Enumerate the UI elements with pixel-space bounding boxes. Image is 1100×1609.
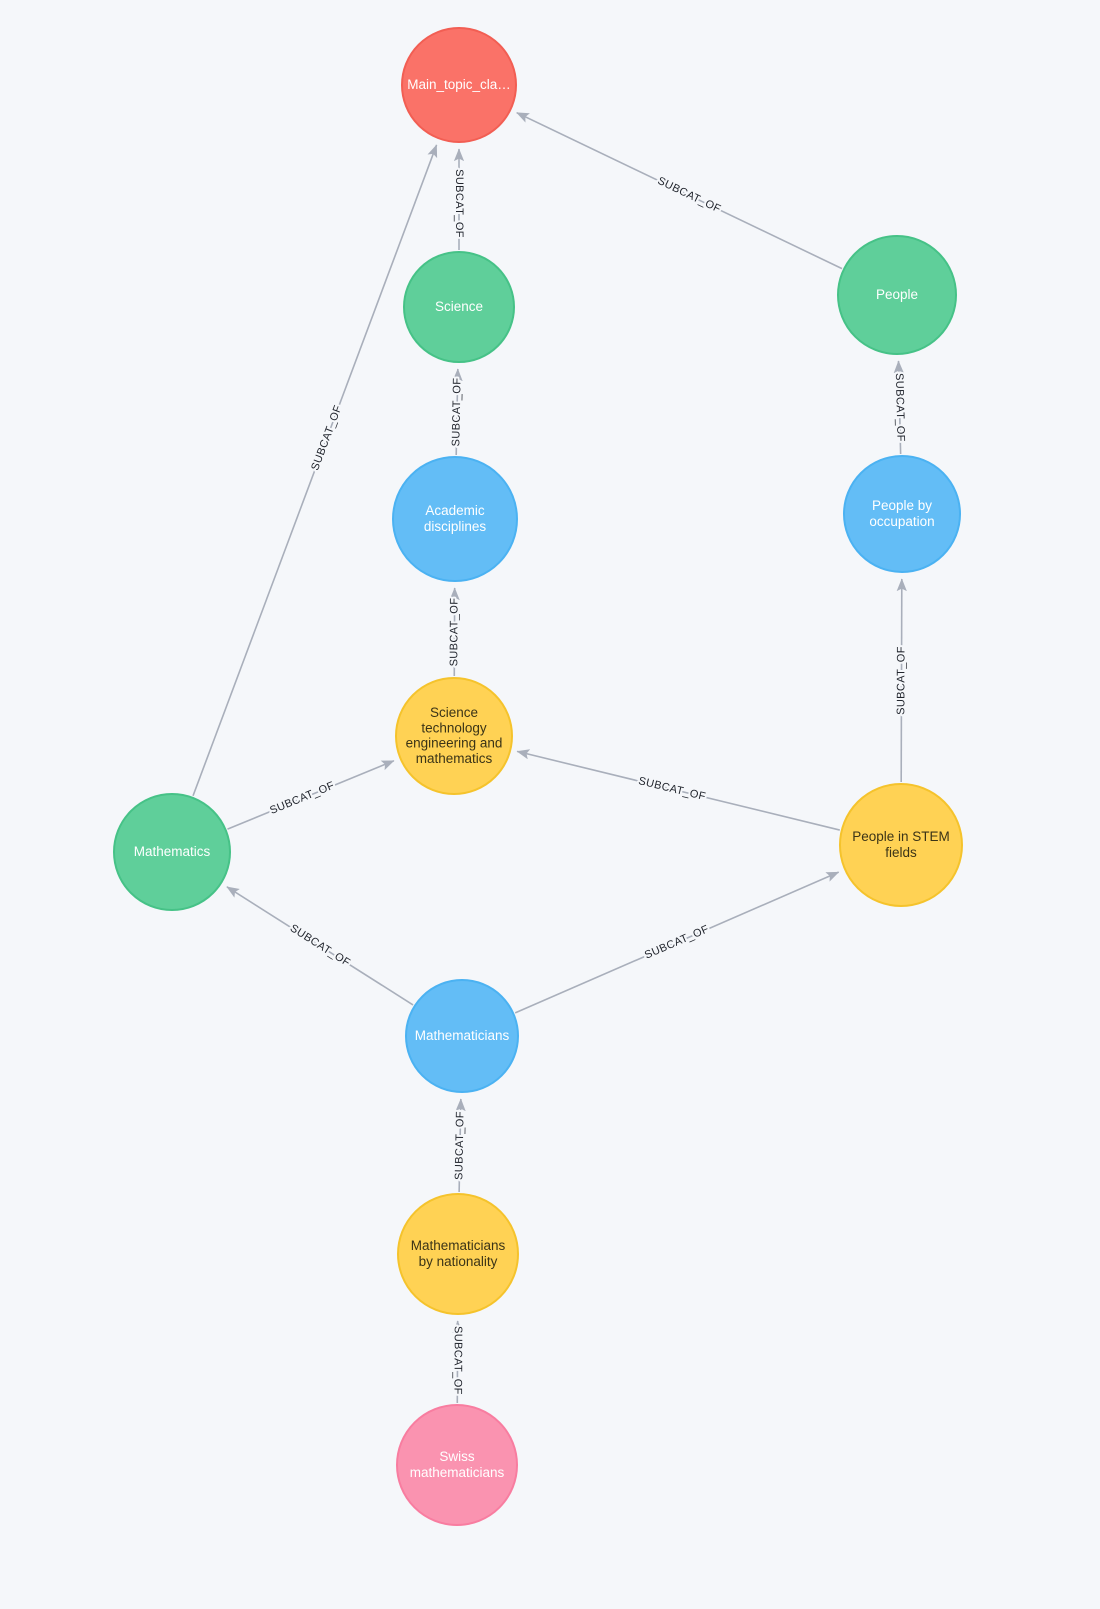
node-circle[interactable] xyxy=(401,27,517,143)
graph-edge[interactable]: SUBCAT_OF xyxy=(451,1098,469,1193)
edge-label: SUBCAT_OF xyxy=(450,377,463,446)
edge-line xyxy=(516,749,840,831)
node-circle[interactable] xyxy=(843,455,961,573)
edge-line xyxy=(227,759,395,830)
edge-label: SUBCAT_OF xyxy=(637,775,707,803)
edge-line xyxy=(896,578,907,783)
edges-layer: SUBCAT_OF SUBCAT_OF SUBCAT_OF SUBCAT_OF SUBC… xyxy=(192,111,910,1404)
edge-label: SUBCAT_OF xyxy=(453,169,465,238)
node-circle[interactable] xyxy=(839,783,963,907)
edge-line xyxy=(455,1098,466,1193)
graph-node-science[interactable]: Science xyxy=(403,251,515,363)
graph-edge[interactable]: SUBCAT_OF xyxy=(448,368,466,456)
graph-edge[interactable]: SUBCAT_OF xyxy=(449,1320,466,1404)
edge-line xyxy=(893,360,904,455)
graph-edge[interactable]: SUBCAT_OF xyxy=(514,871,840,1014)
edge-label: SUBCAT_OF xyxy=(288,922,353,969)
node-circle[interactable] xyxy=(397,1193,519,1315)
graph-edge[interactable]: SUBCAT_OF xyxy=(893,578,910,783)
node-circle[interactable] xyxy=(392,456,518,582)
graph-edge[interactable]: SUBCAT_OF xyxy=(891,360,908,455)
node-circle[interactable] xyxy=(113,793,231,911)
graph-edge[interactable]: SUBCAT_OF xyxy=(226,886,414,1006)
node-circle[interactable] xyxy=(396,1404,518,1526)
edge-label: SUBCAT_OF xyxy=(453,1111,466,1180)
edge-label: SUBCAT_OF xyxy=(309,403,344,472)
edge-line xyxy=(516,111,843,270)
edge-label: SUBCAT_OF xyxy=(893,373,907,442)
graph-node-main_topic[interactable]: Main_topic_cla… xyxy=(401,27,517,143)
edge-label: SUBCAT_OF xyxy=(268,780,336,817)
graph-edge[interactable]: SUBCAT_OF xyxy=(516,111,843,270)
edge-line xyxy=(452,368,463,456)
edge-line xyxy=(192,144,438,797)
graph-edge[interactable]: SUBCAT_OF xyxy=(451,148,467,250)
node-circle[interactable] xyxy=(395,677,513,795)
edge-label: SUBCAT_OF xyxy=(656,175,723,216)
graph-edge[interactable]: SUBCAT_OF xyxy=(227,759,395,830)
graph-edge[interactable]: SUBCAT_OF xyxy=(192,144,438,797)
edge-label: SUBCAT_OF xyxy=(451,1326,463,1395)
edge-label: SUBCAT_OF xyxy=(895,646,907,715)
edge-label: SUBCAT_OF xyxy=(643,923,711,961)
node-circle[interactable] xyxy=(403,251,515,363)
graph-edge[interactable]: SUBCAT_OF xyxy=(446,587,463,677)
graph-edge[interactable]: SUBCAT_OF xyxy=(516,749,840,831)
node-circle[interactable] xyxy=(837,235,957,355)
graph-node-mathematics[interactable]: Mathematics xyxy=(113,793,231,911)
edge-line xyxy=(226,886,414,1006)
graph-node-people[interactable]: People xyxy=(837,235,957,355)
graph-node-mathematicians[interactable]: Mathematicians xyxy=(405,979,519,1093)
edge-line xyxy=(514,871,840,1014)
edge-label: SUBCAT_OF xyxy=(448,598,460,667)
node-circle[interactable] xyxy=(405,979,519,1093)
